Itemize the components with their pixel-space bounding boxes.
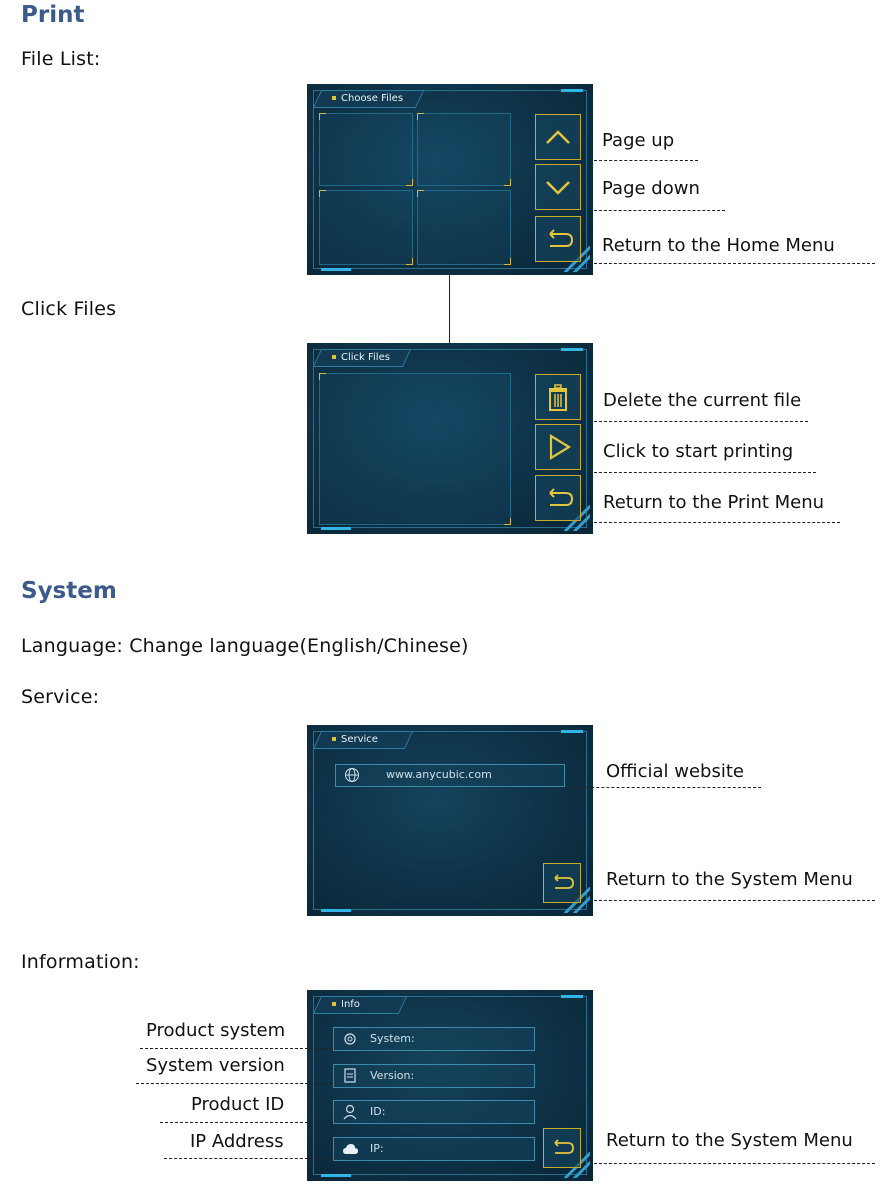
- file-tile[interactable]: [417, 190, 511, 265]
- return-button[interactable]: [543, 1128, 581, 1168]
- choose-files-screen: Choose Files: [307, 84, 593, 275]
- delete-button[interactable]: [535, 374, 581, 420]
- connector-line: [449, 275, 450, 345]
- system-field: System:: [333, 1027, 535, 1051]
- gear-icon: [344, 1033, 356, 1045]
- choose-files-tab: Choose Files: [312, 90, 425, 108]
- delete-file-annotation: Delete the current file: [603, 390, 802, 411]
- page-down-annotation: Page down: [602, 178, 700, 199]
- return-arrow-icon: [549, 229, 574, 247]
- page-up-button[interactable]: [535, 114, 581, 160]
- chevron-up-icon: [546, 130, 570, 144]
- information-label: Information:: [21, 951, 140, 973]
- return-button[interactable]: [543, 863, 581, 903]
- return-system-annotation: Return to the System Menu: [606, 869, 853, 890]
- file-tile[interactable]: [417, 113, 511, 186]
- info-tab: Info: [312, 996, 408, 1014]
- info-screen: Info System: Version: ID: IP:: [307, 990, 593, 1181]
- cloud-icon: [343, 1144, 358, 1154]
- page-down-button[interactable]: [535, 164, 581, 210]
- click-files-tab: Click Files: [312, 349, 412, 367]
- system-heading: System: [21, 578, 117, 604]
- ip-field: IP:: [333, 1137, 535, 1161]
- official-website-annotation: Official website: [606, 761, 744, 782]
- return-arrow-icon: [554, 1139, 574, 1154]
- system-version-annotation: System version: [146, 1055, 285, 1076]
- service-screen: Service www.anycubic.com: [307, 725, 593, 916]
- chevron-down-icon: [546, 181, 570, 195]
- ip-address-annotation: IP Address: [190, 1131, 284, 1152]
- product-id-annotation: Product ID: [191, 1094, 285, 1115]
- page-up-annotation: Page up: [602, 130, 675, 151]
- click-files-label: Click Files: [21, 298, 117, 320]
- service-tab: Service: [312, 731, 414, 749]
- file-tile[interactable]: [319, 190, 413, 265]
- file-preview: [319, 373, 511, 525]
- version-field: Version:: [333, 1064, 535, 1088]
- return-button[interactable]: [535, 475, 581, 521]
- start-print-button[interactable]: [535, 424, 581, 470]
- service-label: Service:: [21, 686, 100, 708]
- return-print-annotation: Return to the Print Menu: [603, 492, 825, 513]
- language-line: Language: Change language(English/Chines…: [21, 635, 469, 657]
- id-field: ID:: [333, 1100, 535, 1124]
- file-tile[interactable]: [319, 113, 413, 186]
- globe-icon: [345, 768, 359, 782]
- website-field[interactable]: www.anycubic.com: [335, 764, 565, 787]
- play-icon: [549, 434, 572, 460]
- return-system-annotation: Return to the System Menu: [606, 1130, 853, 1151]
- return-home-annotation: Return to the Home Menu: [602, 235, 835, 256]
- document-icon: [344, 1068, 356, 1083]
- website-url: www.anycubic.com: [386, 768, 492, 781]
- return-button[interactable]: [535, 216, 581, 262]
- trash-icon: [549, 384, 567, 411]
- product-system-annotation: Product system: [146, 1020, 286, 1041]
- start-printing-annotation: Click to start printing: [603, 441, 794, 462]
- print-heading: Print: [21, 2, 85, 28]
- file-list-label: File List:: [21, 48, 101, 70]
- click-files-screen: Click Files: [307, 343, 593, 534]
- return-arrow-icon: [554, 874, 574, 889]
- return-arrow-icon: [549, 488, 574, 506]
- user-icon: [343, 1104, 357, 1120]
